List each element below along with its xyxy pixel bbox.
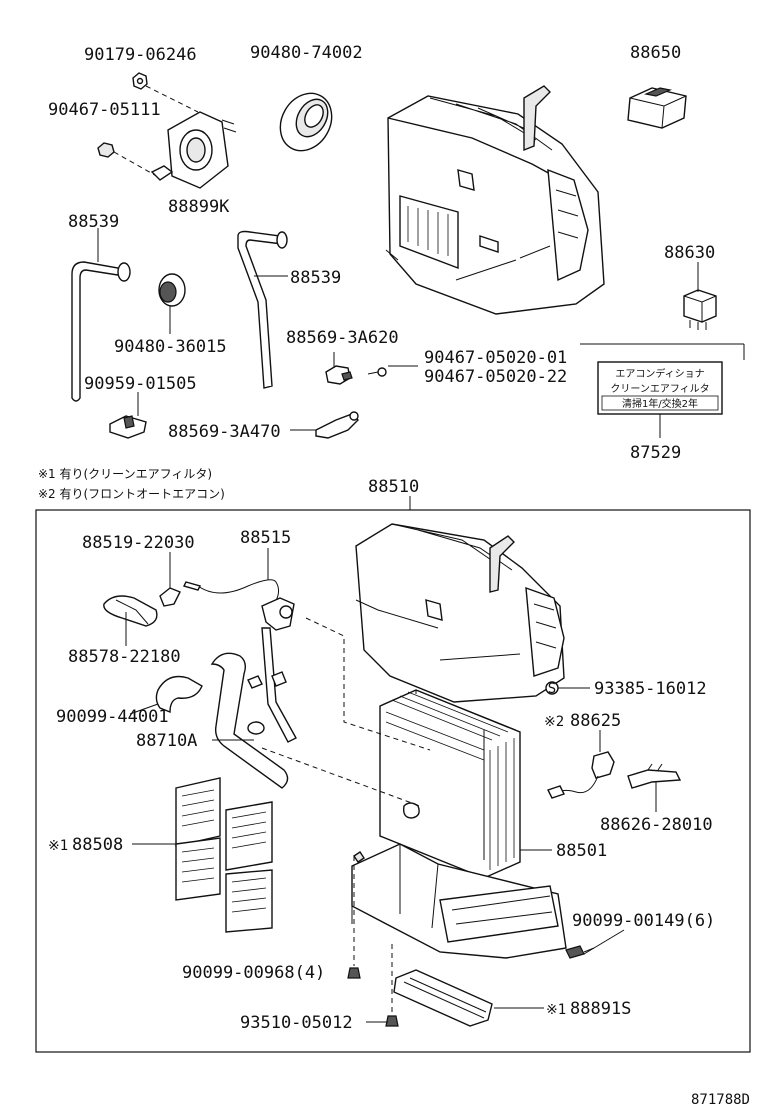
clamp-88519-22030 (159, 587, 181, 607)
caution-label-87529: エアコンディショナ クリーンエアフィルタ 清掃1年/交換2年 (580, 343, 745, 438)
label-93385-16012: 93385-16012 (594, 679, 707, 699)
sticker-line-2: クリーンエアフィルタ (610, 383, 709, 395)
label-88626-28010: 88626-28010 (600, 815, 713, 835)
label-87529: 87529 (630, 443, 681, 463)
label-88501: 88501 (556, 841, 607, 861)
air-filter-88508 (175, 777, 273, 933)
label-90467-05111: 90467-05111 (48, 100, 161, 120)
label-90959-01505: 90959-01505 (84, 374, 197, 394)
relay-88630 (683, 289, 717, 330)
label-88539-right: 88539 (290, 268, 341, 288)
ref-mark-2: ※2 (544, 714, 564, 730)
label-88899K: 88899K (168, 197, 230, 217)
label-88539-left: 88539 (68, 212, 119, 232)
ref-mark-1-duct: ※1 (546, 1002, 566, 1018)
nut-90179-06246 (132, 72, 148, 90)
note-1: ※1 有り(クリーンエアフィルタ) (38, 467, 212, 481)
label-93510-05012: 93510-05012 (240, 1013, 353, 1033)
label-88891S: 88891S (570, 999, 631, 1019)
ref-mark-1-filter: ※1 (48, 838, 68, 854)
evaporator-88501 (379, 689, 521, 879)
label-88519-22030: 88519-22030 (82, 533, 195, 553)
grommet-90480-36015 (158, 273, 186, 307)
label-90099-00968: 90099-00968(4) (182, 963, 325, 983)
label-88578-22180: 88578-22180 (68, 647, 181, 667)
clip-90959-01505 (109, 415, 147, 439)
sticker-line-3: 清掃1年/交換2年 (622, 397, 698, 410)
lower-case (351, 843, 567, 959)
label-90480-74002: 90480-74002 (250, 43, 363, 63)
thermistor-88515 (182, 579, 280, 605)
clip-88569-3A620 (325, 365, 353, 385)
label-90467-05020-22: 90467-05020-22 (424, 367, 567, 387)
label-88569-3A470: 88569-3A470 (168, 422, 281, 442)
bracket-88899K (150, 111, 237, 189)
clip-90467-05020 (367, 367, 387, 377)
screw-90099-00149 (565, 945, 595, 959)
evaporator-housing-top (385, 85, 605, 315)
duct-88891S (393, 969, 493, 1027)
label-88569-3A620: 88569-3A620 (286, 328, 399, 348)
label-88515: 88515 (240, 528, 291, 548)
pipe-88710A (210, 597, 297, 789)
label-90467-05020-01: 90467-05020-01 (424, 348, 567, 368)
grommet-90480-74002 (279, 92, 333, 152)
label-90179-06246: 90179-06246 (84, 45, 197, 65)
label-88630: 88630 (664, 243, 715, 263)
sticker-line-1: エアコンディショナ (615, 367, 704, 380)
label-90099-44001: 90099-44001 (56, 707, 169, 727)
cover-88578-22180 (103, 595, 158, 627)
clip-90467-05111 (97, 142, 115, 158)
label-90480-36015: 90480-36015 (114, 337, 227, 357)
amplifier-88650 (627, 87, 687, 129)
label-88508: 88508 (72, 835, 123, 855)
screw-s-mark: S (548, 681, 556, 697)
note-2: ※2 有り(フロントオートエアコン) (38, 487, 225, 501)
sensor-88625 (547, 730, 615, 799)
label-88625: 88625 (570, 711, 621, 731)
label-88650: 88650 (630, 43, 681, 63)
screw-93385-16012: S (545, 681, 559, 697)
assembly-88510-box (35, 509, 751, 1053)
clip-88626-28010 (627, 763, 682, 812)
upper-case (355, 523, 565, 703)
label-88710A: 88710A (136, 731, 197, 751)
diagram-id: 871788D (691, 1092, 750, 1108)
hose-88539-right (237, 230, 288, 389)
hose-88539-left (71, 261, 131, 402)
screw-93510-05012 (385, 944, 399, 1027)
screw-90099-00968 (347, 856, 361, 979)
clip-88569-3A470 (315, 411, 359, 439)
label-88510: 88510 (368, 477, 419, 497)
label-90099-00149: 90099-00149(6) (572, 911, 715, 931)
